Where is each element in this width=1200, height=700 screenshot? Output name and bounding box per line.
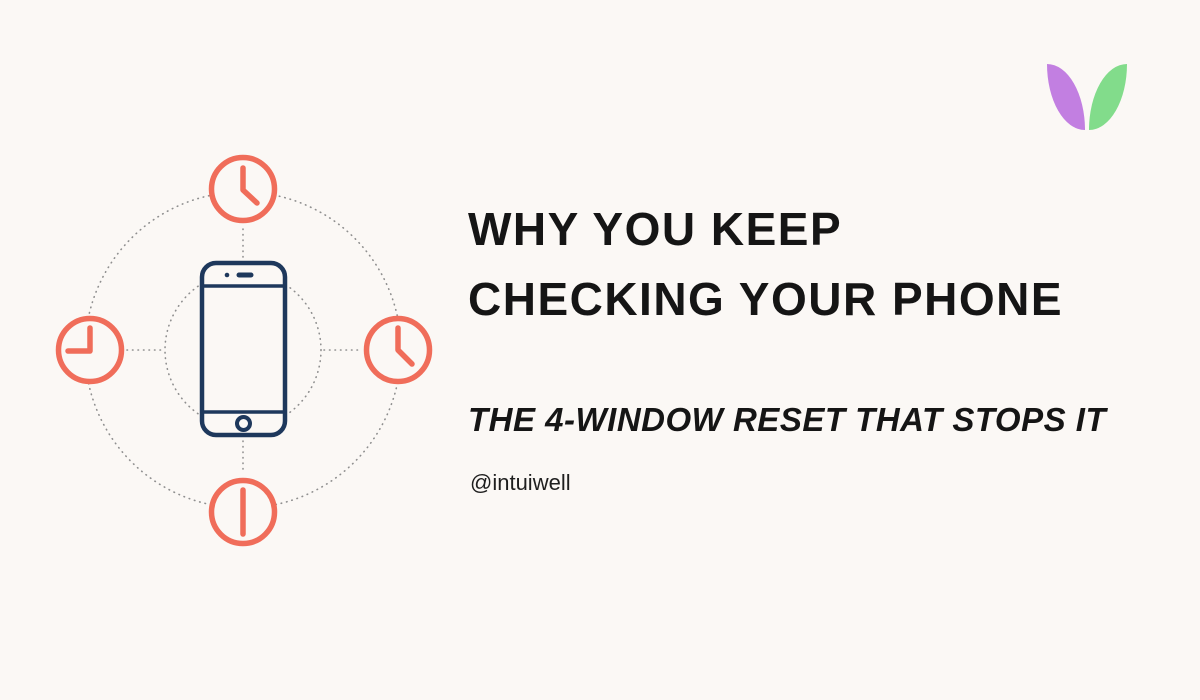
green-leaf-icon	[1089, 64, 1127, 130]
page-subtitle: THE 4-WINDOW RESET THAT STOPS IT	[468, 401, 1107, 438]
brand-logo	[1047, 62, 1129, 130]
phone-icon	[199, 260, 288, 438]
page-title: WHY YOU KEEP CHECKING YOUR PHONE	[468, 203, 1064, 325]
clock-icon-top	[208, 154, 278, 224]
phone-camera-dot	[224, 272, 230, 278]
clock-icon-bottom	[208, 477, 278, 547]
social-handle: @intuiwell	[470, 470, 571, 495]
phone-clocks-illustration	[55, 154, 433, 547]
phone-home-button	[235, 415, 252, 432]
clock-icons	[55, 154, 433, 547]
clock-icon-left	[55, 315, 125, 385]
clock-icon-right	[363, 315, 433, 385]
purple-leaf-icon	[1047, 64, 1085, 130]
